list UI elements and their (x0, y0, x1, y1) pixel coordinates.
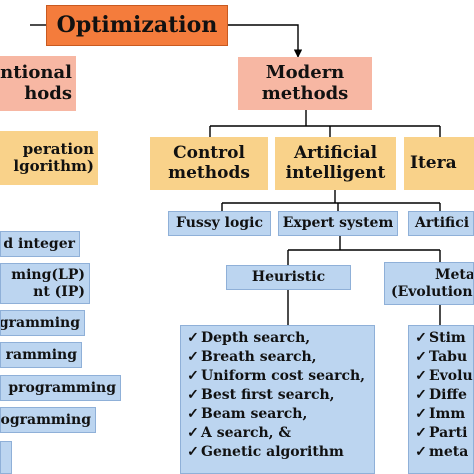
check-icon: ✓ (187, 349, 199, 366)
metaheuristic-box: Meta (Evolution (384, 262, 474, 305)
left-item-label: ming(LP) (11, 267, 85, 284)
conventional-line2: hods (24, 82, 72, 104)
ai-to-branches-connector (221, 190, 441, 211)
check-icon: ✓ (415, 387, 427, 404)
fuzzy-logic-label: Fussy logic (176, 215, 263, 232)
list-item: ✓Tabu (413, 348, 467, 367)
list-item: ✓Breath search, (185, 348, 316, 367)
check-icon: ✓ (187, 387, 199, 404)
conventional-line1: ntional (0, 61, 72, 83)
left-item-label: ramming (5, 346, 77, 363)
left-item-label: programming (8, 379, 116, 396)
root-to-modern-connector (228, 24, 303, 58)
iterative-methods-box: Itera (404, 137, 474, 190)
optimization-root-box: Optimization (46, 5, 228, 46)
list-item: ✓Imm (413, 405, 465, 424)
check-icon: ✓ (187, 330, 199, 347)
operation-line1: peration (22, 139, 94, 158)
check-icon: ✓ (187, 444, 199, 461)
left-item-label: d integer (3, 235, 75, 252)
optimization-root-label: Optimization (56, 11, 218, 38)
left-item-programming-d: ogramming (0, 407, 96, 433)
control-line2: methods (168, 162, 250, 183)
expert-to-heuristic-connector (287, 236, 441, 265)
left-item-linear-programming: ming(LP) nt (IP) (0, 263, 90, 304)
check-icon: ✓ (415, 444, 427, 461)
fuzzy-logic-box: Fussy logic (168, 211, 271, 236)
list-item: ✓Evolu (413, 367, 473, 386)
artificial-branch-box: Artifici (408, 211, 474, 236)
left-item-programming-a: gramming (0, 310, 85, 336)
iterative-label: Itera (410, 152, 457, 173)
list-item: ✓Uniform cost search, (185, 367, 365, 386)
list-item: ✓A search, & (185, 424, 291, 443)
expert-system-box: Expert system (278, 211, 398, 236)
artificial-intelligent-box: Artificial intelligent (275, 137, 396, 190)
artificial-branch-label: Artifici (415, 215, 470, 232)
control-methods-box: Control methods (150, 137, 268, 190)
control-line1: Control (173, 142, 245, 163)
check-icon: ✓ (415, 425, 427, 442)
heuristic-methods-list: ✓Depth search, ✓Breath search, ✓Uniform … (180, 325, 375, 474)
left-item-partial (0, 441, 12, 474)
modern-to-categories-connector (209, 110, 441, 137)
left-item-label: gramming (0, 314, 80, 331)
list-item: ✓meta (413, 443, 468, 462)
check-icon: ✓ (187, 368, 199, 385)
check-icon: ✓ (187, 406, 199, 423)
list-item: ✓Parti (413, 424, 467, 443)
check-icon: ✓ (415, 406, 427, 423)
operation-algorithm-box: peration lgorithm) (0, 131, 98, 185)
left-item-label: nt (IP) (33, 283, 85, 300)
heuristic-box: Heuristic (226, 265, 351, 290)
list-item: ✓Depth search, (185, 329, 310, 348)
left-item-programming-c: programming (0, 375, 121, 401)
ai-line1: Artificial (293, 142, 378, 163)
list-item: ✓Best first search, (185, 386, 334, 405)
left-item-label: ogramming (0, 411, 91, 428)
modern-line1: Modern (265, 61, 345, 83)
check-icon: ✓ (187, 425, 199, 442)
list-item: ✓Diffe (413, 386, 467, 405)
list-item: ✓Beam search, (185, 405, 307, 424)
left-item-programming-b: ramming (0, 342, 82, 368)
list-item: ✓Stim (413, 329, 466, 348)
meta-line2: (Evolution (391, 283, 473, 300)
modern-methods-box: Modern methods (238, 57, 372, 110)
expert-system-label: Expert system (282, 215, 394, 232)
ai-line2: intelligent (285, 162, 386, 183)
check-icon: ✓ (415, 368, 427, 385)
check-icon: ✓ (415, 330, 427, 347)
check-icon: ✓ (415, 349, 427, 366)
modern-line2: methods (261, 82, 349, 104)
operation-line2: lgorithm) (13, 157, 94, 175)
conventional-methods-box: ntional hods (0, 56, 76, 111)
meta-line1: Meta (435, 267, 474, 284)
list-item: ✓Genetic algorithm (185, 443, 344, 462)
metaheuristic-methods-list: ✓Stim ✓Tabu ✓Evolu ✓Diffe ✓Imm ✓Parti ✓m… (408, 325, 474, 474)
left-item-mixed-integer: d integer (0, 231, 80, 257)
heuristic-label: Heuristic (251, 269, 326, 286)
